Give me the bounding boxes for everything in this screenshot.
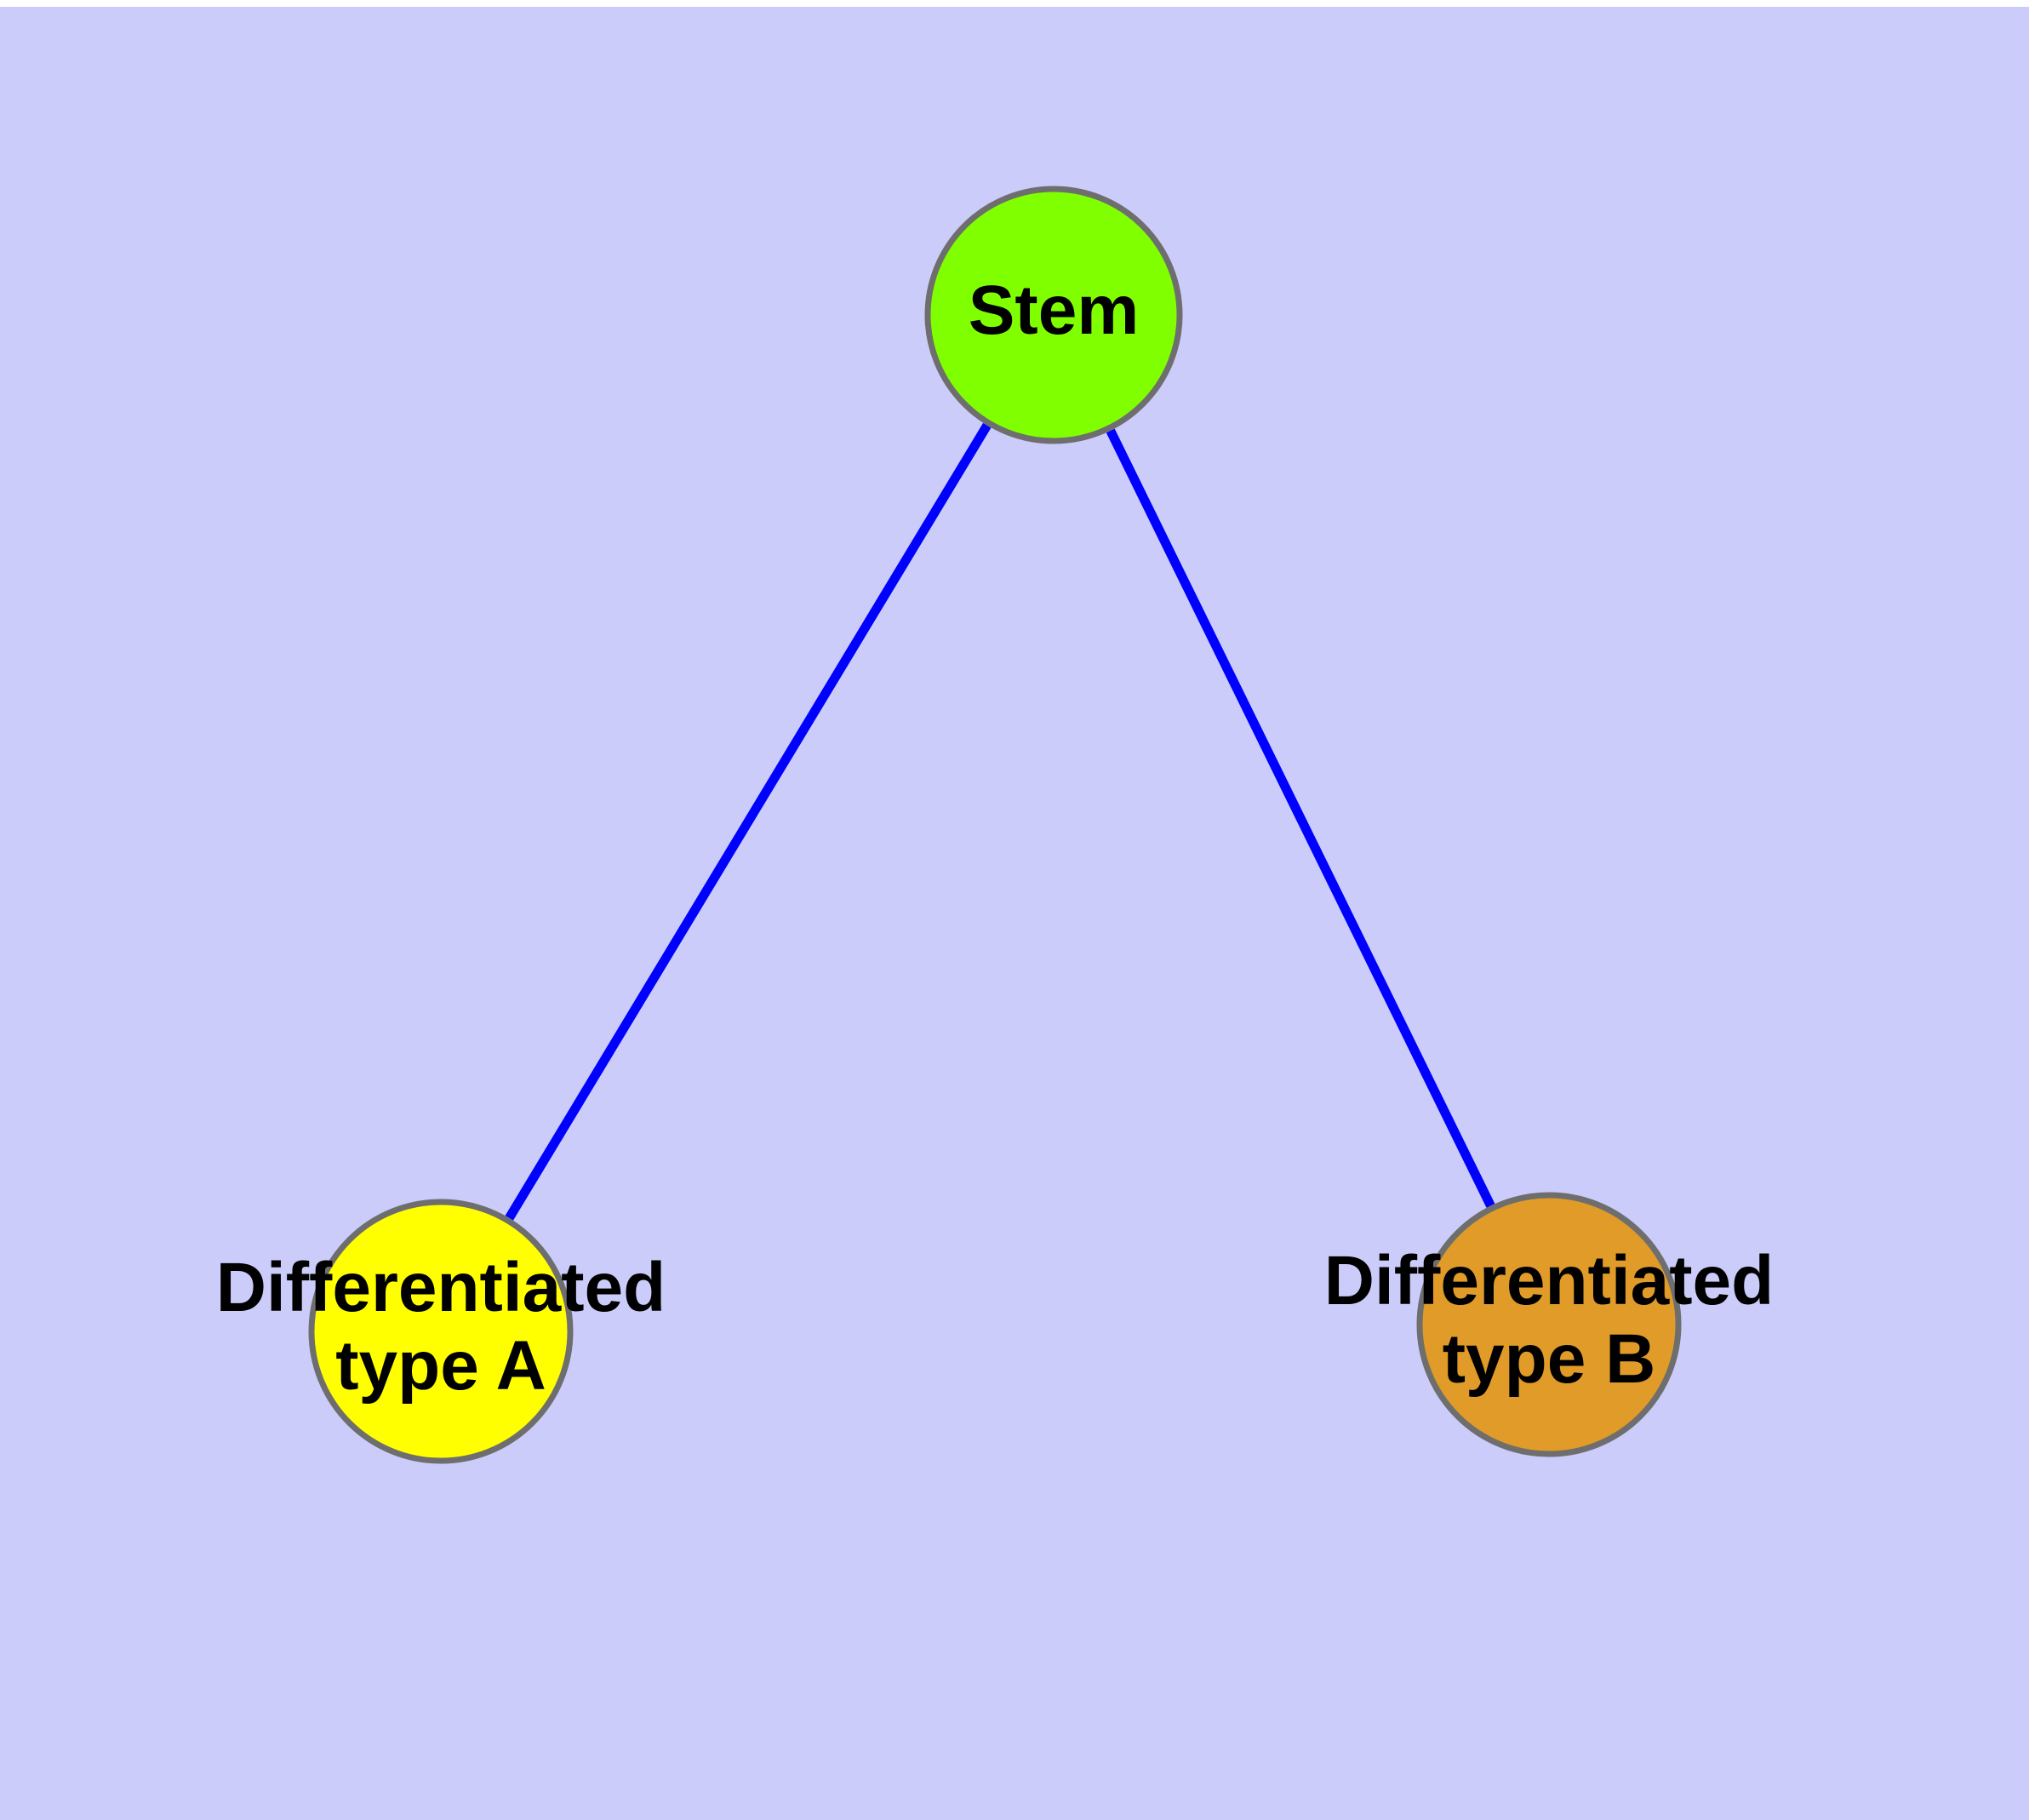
graph-node-label-stem: Stem (969, 272, 1140, 349)
edge-layer (505, 422, 1495, 1221)
graph-edge-stem-to-diff_a[interactable] (505, 422, 992, 1221)
node-layer (308, 186, 1682, 1464)
label-line: type A (335, 1327, 546, 1405)
graph-edge-stem-to-diff_b[interactable] (1106, 428, 1495, 1208)
label-line: Stem (969, 272, 1140, 349)
graph-node-diff_a[interactable] (308, 1199, 574, 1464)
label-line: Differentiated (1324, 1242, 1775, 1319)
graph-node-stem[interactable] (924, 186, 1183, 444)
label-line: Differentiated (216, 1249, 666, 1326)
graph-node-diff_b[interactable] (1416, 1192, 1682, 1457)
label-line: type B (1443, 1320, 1656, 1398)
